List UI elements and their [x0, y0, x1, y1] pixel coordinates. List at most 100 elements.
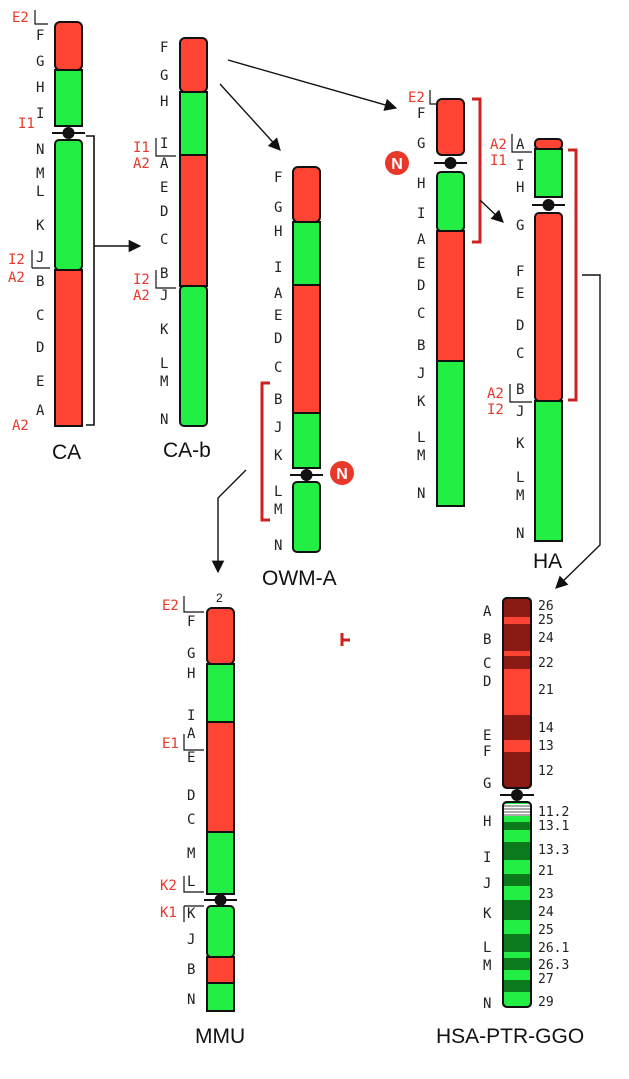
cab-band-label: N	[160, 412, 168, 428]
ca-segment-green	[54, 139, 83, 271]
ca-breakpoint-label: A2	[12, 418, 29, 434]
mmu-band-label: J	[187, 932, 195, 948]
ca-band-label: M	[36, 166, 44, 182]
mmu-top-label: 2	[216, 591, 223, 605]
mmu-breakpoint-label: E2	[162, 598, 179, 614]
ha-inter-neocentromere-marker	[385, 151, 409, 175]
owma-caption: OWM-A	[262, 567, 337, 590]
owma-band-label: D	[274, 331, 282, 347]
ha-inter-band-label: F	[417, 106, 425, 122]
hsa-band-number: 21	[538, 864, 554, 879]
cab-band-label: B	[160, 266, 168, 282]
ca-band-label: H	[36, 80, 44, 96]
cab-band-label: D	[160, 204, 168, 220]
hsa-band-label: B	[483, 632, 491, 648]
ca-band-label: D	[36, 340, 44, 356]
cab-breakpoint-label: A2	[133, 288, 150, 304]
cab-band-label: M	[160, 374, 168, 390]
ha-breakpoint-label: I2	[487, 402, 504, 418]
cab-breakpoint-label: I2	[133, 272, 150, 288]
ha-inter-band-label: L	[417, 430, 425, 446]
owma-band-label: G	[274, 200, 282, 216]
hsa-band-label: E	[483, 728, 491, 744]
owma-neocentromere-marker	[330, 461, 354, 485]
ca-segment-green	[54, 69, 83, 127]
chromosome-hsa: A B C D E F G H I J K L M N 26 25 24 22 …	[436, 597, 584, 1048]
ca-caption: CA	[52, 441, 81, 464]
cab-band-label: J	[160, 288, 168, 304]
owma-band-label: I	[274, 260, 282, 276]
owma-band-label: C	[274, 360, 282, 376]
cab-breakpoint-label: A2	[133, 156, 150, 172]
ca-band-label: A	[36, 403, 45, 419]
ha-breakpoint-label: I1	[490, 153, 507, 169]
ha-band-label: B	[516, 382, 524, 398]
mmu-band-label: L	[187, 874, 195, 890]
ha-inter-band-label: N	[417, 486, 425, 502]
owma-band-label: N	[274, 538, 282, 554]
owma-band-label: A	[274, 286, 283, 302]
mmu-band-label: H	[187, 666, 195, 682]
ca-band-label: E	[36, 374, 44, 390]
chromosome-mmu: 2 F G H I A E D C M L K J B N E2 E1 K2 K…	[160, 591, 245, 1048]
hsa-band-label: D	[483, 674, 491, 690]
arrow-cab-to-owma	[219, 83, 281, 151]
owma-neocentromere-label: N	[336, 466, 348, 483]
hsa-band-label: G	[483, 776, 491, 792]
hsa-band-number: 21	[538, 683, 554, 698]
hsa-band-number: 25	[538, 923, 554, 938]
cab-band-label: E	[160, 180, 168, 196]
ha-inter-band-label: H	[417, 176, 425, 192]
hsa-band-number: 23	[538, 887, 554, 902]
hsa-band-label: I	[483, 850, 491, 866]
mmu-band-label: C	[187, 812, 195, 828]
ca-breakpoint-label: I2	[8, 252, 25, 268]
ha-inter-band-label: I	[417, 206, 425, 222]
hsa-band-number: 26.3	[538, 958, 569, 973]
owma-band-label: M	[274, 502, 282, 518]
ha-inter-band-label: C	[417, 306, 425, 322]
mmu-band-label: D	[187, 788, 195, 804]
ca-breakpoint-label: A2	[8, 270, 25, 286]
decorative-mark	[340, 633, 350, 646]
hsa-band-number: 24	[538, 905, 554, 920]
arrow-cab-to-ha-inter	[227, 59, 398, 111]
ha-band-label: D	[516, 318, 524, 334]
mmu-caption: MMU	[195, 1025, 245, 1048]
hsa-band-number: 14	[538, 721, 554, 736]
ha-band-label: L	[516, 470, 524, 486]
ha-inter-band-label: B	[417, 338, 425, 354]
cab-band-label: G	[160, 68, 168, 84]
hsa-band-label: J	[483, 876, 491, 892]
chromosome-owma: F G H I A E D C B J K L M N N OWM-A	[260, 166, 354, 590]
mmu-band-label: I	[187, 708, 195, 724]
hsa-band-label: K	[483, 906, 492, 922]
arrow-ha-to-hsa	[555, 274, 601, 589]
ha-band-label: C	[516, 346, 524, 362]
owma-band-label: K	[274, 448, 283, 464]
mmu-band-label: B	[187, 962, 195, 978]
ha-band-label: I	[516, 158, 524, 174]
hsa-band-number: 24	[538, 631, 554, 646]
hsa-band-number: 25	[538, 613, 554, 628]
hsa-band-number: 27	[538, 972, 554, 987]
ca-band-label: J	[36, 250, 44, 266]
hsa-band-number: 13	[538, 739, 554, 754]
hsa-band-number: 13.1	[538, 819, 569, 834]
arrow-owma-to-mmu	[211, 469, 247, 574]
mmu-breakpoint-label: K2	[160, 878, 177, 894]
arrow-ha-inter-to-ha	[479, 199, 504, 223]
ha-inter-band-label: D	[417, 278, 425, 294]
owma-band-label: L	[274, 484, 282, 500]
mmu-breakpoint-label: E1	[162, 736, 179, 752]
cab-breakpoint-label: I1	[133, 140, 150, 156]
hsa-band-number: 11.2	[538, 805, 569, 820]
hsa-band-label: N	[483, 996, 491, 1012]
owma-inversion-bracket	[260, 381, 270, 522]
ca-band-label: I	[36, 106, 44, 122]
owma-band-label: F	[274, 170, 282, 186]
ha-band-label: J	[516, 404, 524, 420]
hsa-band-label: F	[483, 744, 491, 760]
chromosome-cab: F G H I A E D C B J K L M N I1 A2 I2 A2 …	[133, 37, 211, 462]
